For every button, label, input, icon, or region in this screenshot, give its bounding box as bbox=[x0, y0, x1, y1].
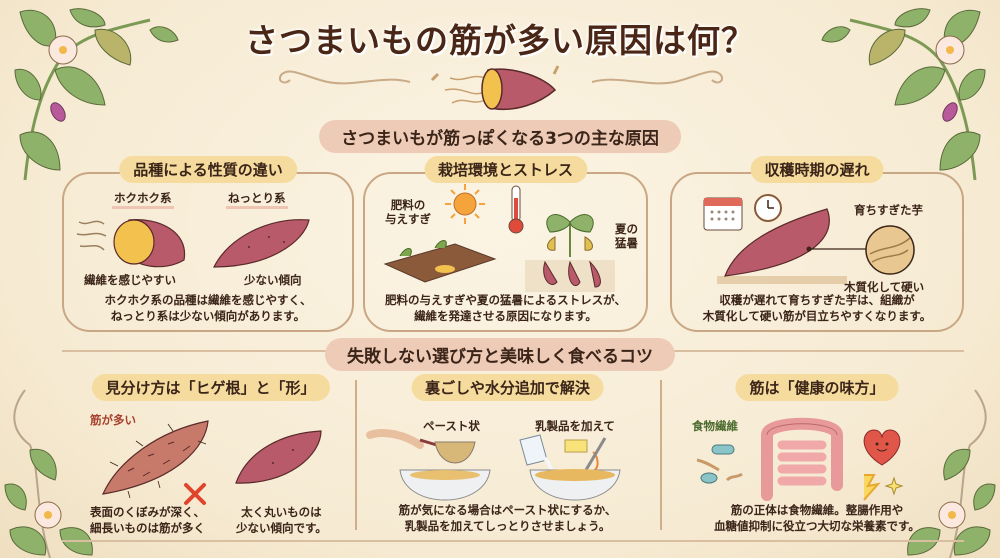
swirl-left-icon bbox=[278, 70, 411, 85]
tips-section-heading: 失敗しない選び方と美味しく食べるコツ bbox=[325, 338, 675, 371]
causes-section-heading: さつまいもが筋っぽくなる3つの主な原因 bbox=[319, 120, 681, 153]
tip-column-selection: 見分け方は「ヒゲ根」と「形」 筋が多い 表面のくぼみが深く、 細長いものは筋が多… bbox=[68, 370, 353, 548]
round-sweet-potato-icon bbox=[235, 430, 322, 484]
cause-card-description: ホクホク系の品種は繊維を感じやすく、 ねっとり系は少ない傾向があります。 bbox=[104, 293, 312, 323]
hokuhoku-sweet-potato-icon bbox=[76, 219, 186, 268]
cause-card-environment: 栽培環境とストレス 肥料の 与えすぎ bbox=[363, 156, 648, 332]
dairy-label: 乳製品を加えて bbox=[535, 419, 615, 433]
wood-fiber-magnify-icon bbox=[865, 225, 915, 275]
less-tendency-label: 少ない傾向 bbox=[244, 273, 302, 287]
cause-card-late-harvest: 収穫時期の遅れ 育ちすぎた芋 木質化して硬い 収穫が遅れて育ちすぎた芋は、組織が… bbox=[670, 156, 964, 332]
tip-column-heading: 見分け方は「ヒゲ根」と「形」 bbox=[91, 374, 330, 401]
cause-card-description: 収穫が遅れて育ちすぎた芋は、組織が 木質化して硬い筋が目立ちやすくなります。 bbox=[702, 293, 932, 323]
vine-top-left-icon bbox=[14, 8, 179, 181]
overgrown-sweet-potato-icon bbox=[717, 208, 867, 284]
cause-card-heading: 品種による性質の違い bbox=[119, 156, 297, 183]
tip-column-description: 筋の正体は食物繊維。整腸作用や 血糖値抑制に役立つ大切な栄養素です。 bbox=[714, 503, 920, 533]
sun-icon bbox=[445, 184, 485, 224]
good-selection-label: 太く丸いものは 少ない傾向です。 bbox=[236, 505, 327, 535]
soil-field-icon bbox=[383, 240, 497, 283]
sweet-potato-hero-icon bbox=[430, 65, 560, 110]
tip-column-heading: 筋は「健康の味方」 bbox=[735, 374, 899, 401]
nettori-sweet-potato-icon bbox=[213, 219, 310, 268]
nettori-label: ねっとり系 bbox=[226, 190, 288, 209]
summer-heat-label: 夏の 猛暑 bbox=[615, 222, 638, 250]
lignified-label: 木質化して硬い bbox=[844, 280, 925, 294]
column-divider bbox=[355, 380, 357, 530]
fiber-easy-label: 繊維を感じやすい bbox=[84, 273, 176, 287]
vine-bottom-right-icon bbox=[907, 389, 996, 558]
fertilizer-label: 肥料の 与えすぎ bbox=[385, 198, 431, 226]
cause-card-variety: 品種による性質の違い ホクホク系 ねっとり系 繊維を感じやすい 少ない傾向 ホク… bbox=[62, 156, 354, 332]
tip-column-heading: 裏ごしや水分追加で解決 bbox=[411, 374, 604, 401]
red-x-icon bbox=[184, 483, 206, 505]
cause-card-heading: 栽培環境とストレス bbox=[423, 156, 588, 183]
clock-icon bbox=[754, 194, 782, 222]
page-title: さつまいもの筋が多い原因は何？ bbox=[245, 21, 755, 60]
cause-card-heading: 収穫時期の遅れ bbox=[750, 156, 884, 183]
gut-bacteria-icon bbox=[696, 444, 743, 484]
vine-top-right-icon bbox=[821, 8, 986, 181]
sweet-potato-plant-icon bbox=[525, 214, 615, 292]
dairy-bowl-icon bbox=[519, 434, 621, 501]
dietary-fiber-label: 食物繊維 bbox=[692, 419, 738, 433]
intestine-icon bbox=[761, 417, 843, 501]
vine-bottom-left-icon bbox=[4, 389, 93, 558]
thermometer-icon bbox=[508, 185, 524, 234]
column-divider bbox=[660, 380, 662, 530]
fibrous-sweet-potato-icon bbox=[101, 420, 209, 499]
tip-column-health: 筋は「健康の味方」 食物繊維 筋の正体は食物繊維。整腸作用や 血糖値抑制に役立つ… bbox=[672, 370, 962, 548]
calendar-icon bbox=[703, 197, 743, 231]
hokuhoku-label: ホクホク系 bbox=[112, 190, 174, 209]
paste-label: ペースト状 bbox=[423, 419, 480, 433]
tip-column-cooking: 裏ごしや水分追加で解決 ペースト状 乳製品を加えて 筋が気になる場合はペースト状… bbox=[365, 370, 650, 548]
cause-card-description: 肥料の与えすぎや夏の猛暑によるストレスが、 繊維を発達させる原因になります。 bbox=[385, 293, 626, 323]
many-fibers-label: 筋が多い bbox=[90, 413, 136, 427]
strainer-bowl-icon bbox=[366, 429, 491, 501]
tip-column-description: 筋が気になる場合はペースト状にするか、 乳製品を加えてしっとりさせましょう。 bbox=[398, 503, 617, 533]
bad-selection-label: 表面のくぼみが深く、 細長いものは筋が多く bbox=[90, 505, 205, 535]
overgrown-label: 育ちすぎた芋 bbox=[854, 203, 923, 217]
heart-health-icon bbox=[863, 429, 904, 501]
swirl-right-icon bbox=[591, 70, 724, 85]
